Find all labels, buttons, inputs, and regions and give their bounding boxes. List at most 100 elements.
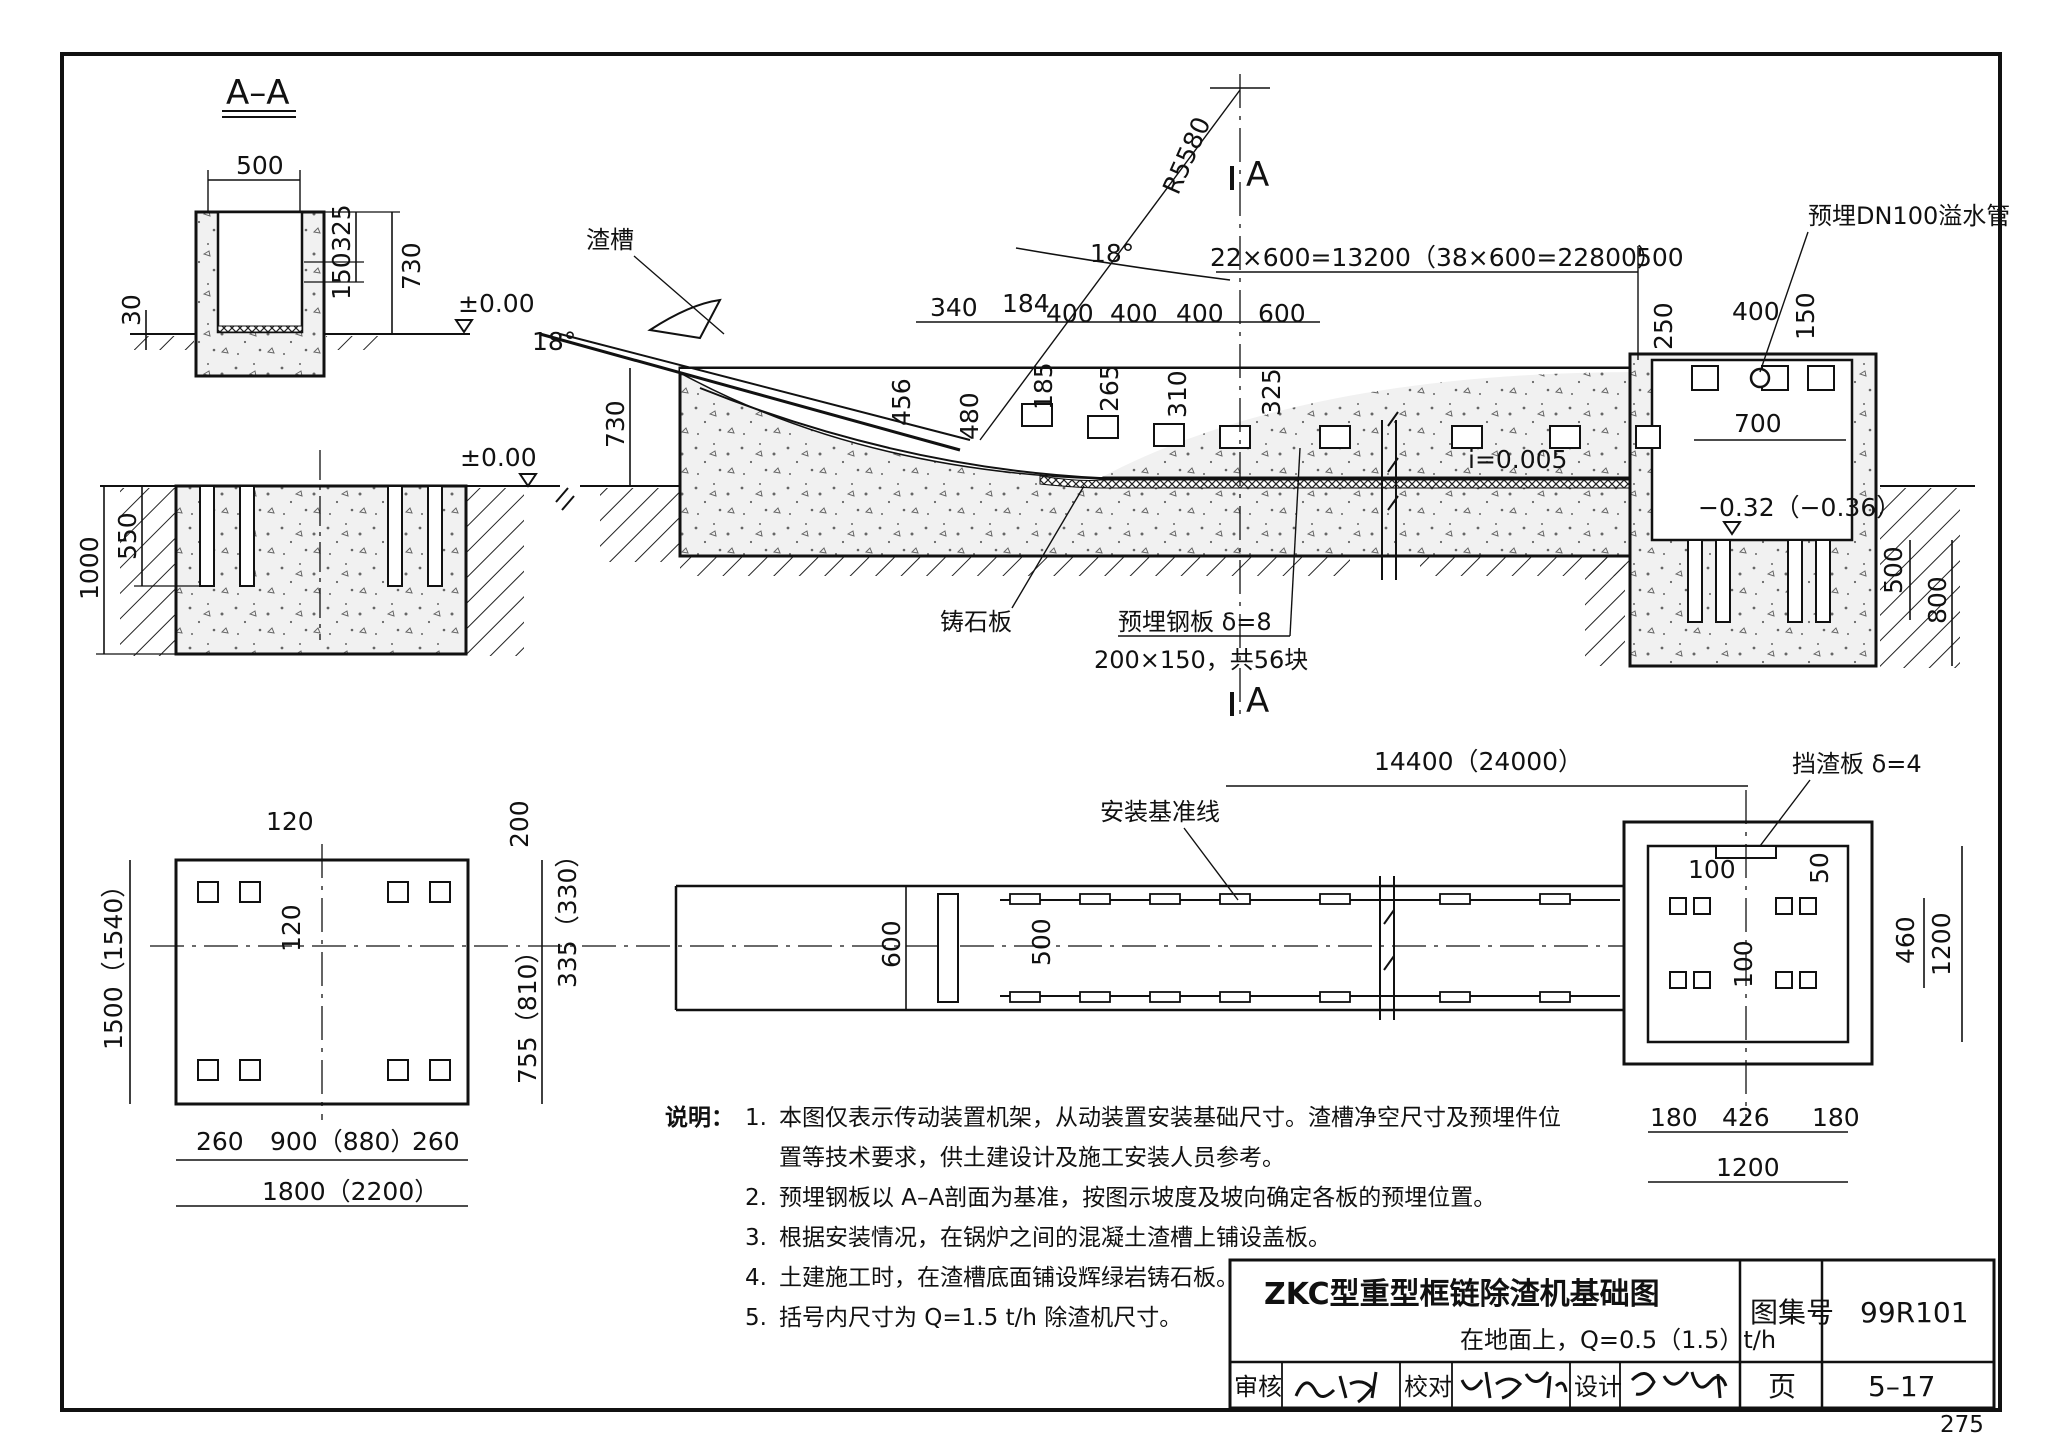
base-dim-1500: 1500（1540）: [99, 873, 128, 1050]
note-text: 土建施工时，在渣槽底面铺设辉绿岩铸石板。: [779, 1265, 1239, 1291]
aa-dim-150: 150: [327, 252, 356, 300]
dim-185: 185: [1029, 362, 1058, 410]
plan-view: 14400（24000） 安装基准线 挡渣板 δ=4 600 500 100 5…: [674, 747, 1963, 1183]
pit-dim-400: 400: [1732, 297, 1780, 326]
plan-dim-1200v: 1200: [1927, 912, 1956, 976]
section-aa: A–A 500 325 150 730 30 ±0.00: [117, 73, 535, 378]
base-dim-1800: 1800（2200）: [262, 1177, 439, 1206]
foundation-dim-550: 550: [113, 512, 142, 560]
base-dim-200: 200: [505, 800, 534, 848]
designer-signature: [1630, 1371, 1728, 1399]
label-overflow-pipe: 预埋DN100溢水管: [1808, 202, 2010, 230]
plan-dim-426: 426: [1722, 1103, 1770, 1132]
note-text: 预埋钢板以 A–A剖面为基准，按图示坡度及坡向确定各板的预埋位置。: [779, 1185, 1497, 1211]
note-item: 4. 土建施工时，在渣槽底面铺设辉绿岩铸石板。: [745, 1258, 1565, 1298]
note-item: 2. 预埋钢板以 A–A剖面为基准，按图示坡度及坡向确定各板的预埋位置。: [745, 1178, 1565, 1218]
notes-block: 说明： 1.本图仅表示传动装置机架，从动装置安装基础尺寸。渣槽净空尺寸及预埋件位…: [665, 1098, 1565, 1338]
label-baffle: 挡渣板 δ=4: [1792, 750, 1922, 778]
label-slag-trough: 渣槽: [586, 226, 634, 254]
base-dim-260a: 260: [196, 1127, 244, 1156]
foundation-dim-1000: 1000: [75, 536, 104, 600]
notes-list: 1.本图仅表示传动装置机架，从动装置安装基础尺寸。渣槽净空尺寸及预埋件位置等技术…: [665, 1098, 1565, 1338]
dim-480: 480: [955, 392, 984, 440]
note-text: 括号内尺寸为 Q=1.5 t/h 除渣机尺寸。: [779, 1305, 1183, 1331]
base-dim-120b: 120: [277, 904, 306, 952]
notes-label: 说明：: [665, 1105, 734, 1131]
pit-dim-250: 250: [1649, 302, 1678, 350]
plan-dim-50: 50: [1805, 852, 1834, 884]
plan-dim-600: 600: [877, 920, 906, 968]
base-dim-900: 900（880）: [270, 1127, 415, 1156]
note-item: 5. 括号内尺寸为 Q=1.5 t/h 除渣机尺寸。: [745, 1298, 1565, 1338]
slope-label: i=0.005: [1468, 445, 1567, 474]
note-item: 3. 根据安装情况，在锅炉之间的混凝土渣槽上铺设盖板。: [745, 1218, 1565, 1258]
title-block: ZKC型重型框链除渣机基础图 在地面上，Q=0.5（1.5）t/h 图集号 99…: [1228, 1258, 1996, 1410]
sheet-number: 275: [1940, 1412, 1984, 1438]
dim-400a: 400: [1046, 299, 1094, 328]
aa-dim-500: 500: [236, 151, 284, 180]
dim-184: 184: [1002, 289, 1050, 318]
design-label: 设计: [1574, 1373, 1622, 1401]
plan-dim-100a: 100: [1688, 855, 1736, 884]
foundation-section: ±0.00 550 1000: [75, 443, 575, 656]
label-baseline: 安装基准线: [1100, 798, 1220, 826]
cut-mark-top: A: [1246, 155, 1269, 195]
plan-dim-460: 460: [1891, 916, 1920, 964]
aa-dim-730: 730: [397, 242, 426, 290]
note-number: 2.: [745, 1185, 767, 1211]
trough-section-channel: [216, 210, 304, 334]
dim-456: 456: [887, 378, 916, 426]
review-label: 审核: [1234, 1373, 1282, 1401]
dim-310: 310: [1163, 370, 1192, 418]
end-dim: 500: [1636, 243, 1684, 272]
reviewer-signature: [1294, 1371, 1378, 1404]
atlas-label: 图集号: [1750, 1296, 1834, 1329]
dim-730: 730: [601, 400, 630, 448]
note-number: 3.: [745, 1225, 767, 1251]
sheet-border: [60, 52, 2002, 1412]
dim-400c: 400: [1176, 299, 1224, 328]
label-plate-qty: 200×150，共56块: [1094, 646, 1308, 674]
pit-dim-500: 500: [1879, 546, 1908, 594]
label-embedded-plate: 预埋钢板 δ=8: [1118, 608, 1272, 636]
span-dim: 22×600=13200（38×600=22800）: [1210, 243, 1662, 272]
dim-325: 325: [1257, 368, 1286, 416]
plan-dim-180b: 180: [1812, 1103, 1860, 1132]
plan-dim-180a: 180: [1650, 1103, 1698, 1132]
plan-dim-100b: 100: [1729, 940, 1758, 988]
note-text: 本图仅表示传动装置机架，从动装置安装基础尺寸。渣槽净空尺寸及预埋件位置等技术要求…: [779, 1105, 1561, 1171]
note-item: 1.本图仅表示传动装置机架，从动装置安装基础尺寸。渣槽净空尺寸及预埋件位置等技术…: [745, 1098, 1565, 1178]
pit-dim-700: 700: [1734, 409, 1782, 438]
base-dim-755: 755（810）: [513, 939, 542, 1084]
label-cast-stone: 铸石板: [940, 608, 1012, 636]
aa-dim-30: 30: [117, 294, 146, 326]
dim-265: 265: [1095, 364, 1124, 412]
note-number: 5.: [745, 1305, 767, 1331]
checker-signature: [1460, 1371, 1568, 1400]
check-label: 校对: [1404, 1373, 1452, 1401]
angle-top: 18°: [1090, 239, 1134, 268]
page-number: 5–17: [1868, 1370, 1935, 1403]
plan-dim-total: 14400（24000）: [1374, 747, 1583, 776]
pit-dim-800: 800: [1923, 576, 1952, 624]
page-label: 页: [1768, 1370, 1796, 1403]
pit-dim-150: 150: [1791, 292, 1820, 340]
dim-600: 600: [1258, 299, 1306, 328]
plan-dim-500: 500: [1027, 918, 1056, 966]
base-dim-120a: 120: [266, 807, 314, 836]
aa-level: ±0.00: [458, 289, 535, 318]
plan-dim-1200h: 1200: [1716, 1153, 1780, 1182]
cut-mark-bottom: A: [1246, 681, 1269, 721]
note-text: 根据安装情况，在锅炉之间的混凝土渣槽上铺设盖板。: [779, 1225, 1331, 1251]
elevation: A A R5580 18° 18° 22×600=13200（38×600=22…: [532, 74, 2010, 721]
pit-level: −0.32（−0.36）: [1698, 493, 1901, 522]
note-number: 4.: [745, 1265, 767, 1291]
atlas-number: 99R101: [1860, 1296, 1969, 1329]
radius-label: R5580: [1157, 113, 1216, 199]
drawing-title: ZKC型重型框链除渣机基础图: [1264, 1277, 1660, 1312]
section-title: A–A: [226, 73, 290, 113]
dim-340: 340: [930, 293, 978, 322]
foundation-level: ±0.00: [460, 443, 537, 472]
